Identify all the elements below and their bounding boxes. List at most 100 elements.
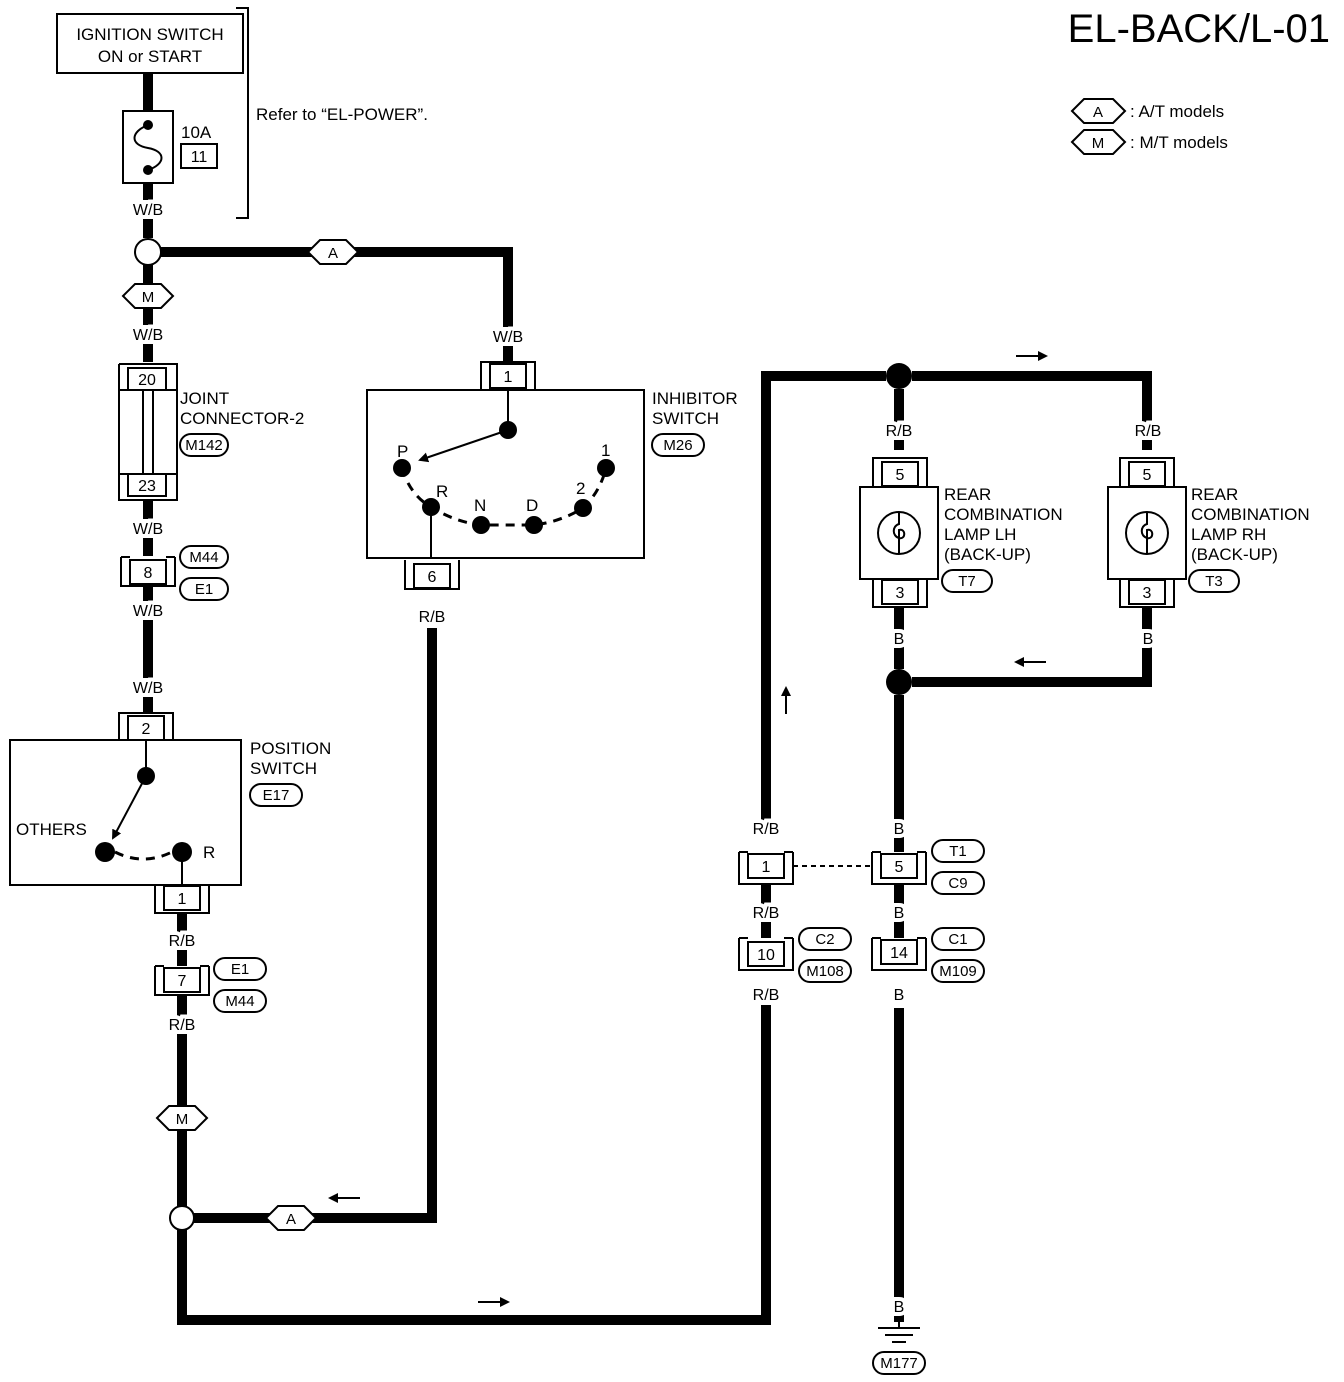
inhibitor-pos-r: R	[436, 482, 448, 501]
pin-label: 6	[428, 569, 437, 586]
inhibitor-switch: 1 6	[366, 361, 645, 590]
legend: A : A/T models M : M/T models	[1070, 98, 1228, 155]
fuse-number-box: 11	[180, 143, 218, 169]
pin-label: 5	[895, 859, 904, 876]
position-switch-label-1: POSITION	[250, 739, 331, 758]
joint-connector-label-1: JOINT	[180, 389, 229, 408]
inhibitor-switch-label-1: INHIBITOR	[652, 389, 738, 408]
connector-id-tag-e1-bottom: E1	[213, 957, 267, 981]
svg-text:A: A	[328, 245, 338, 262]
ground-icon	[878, 1316, 920, 1343]
svg-text:A: A	[286, 1211, 296, 1228]
refer-bracket	[236, 7, 249, 219]
lamp-lh-label-4: (BACK-UP)	[944, 545, 1031, 564]
wire-color-label: R/B	[753, 821, 780, 838]
wire-color-label: B	[894, 987, 905, 1004]
pin-label: 20	[138, 372, 156, 389]
pin-label: 10	[757, 947, 775, 964]
wire-color-label: W/B	[133, 521, 163, 538]
lamp-lh-label-1: REAR	[944, 485, 991, 504]
option-marker-at-top: A	[306, 239, 360, 265]
fuse-10a	[122, 110, 174, 184]
lamp-rh-label-1: REAR	[1191, 485, 1238, 504]
pin-label: 8	[144, 565, 153, 582]
svg-text:E1: E1	[195, 581, 213, 598]
svg-text:T7: T7	[958, 573, 976, 590]
wire-color-label: W/B	[133, 327, 163, 344]
wire-color-label: R/B	[169, 1017, 196, 1034]
svg-text:T1: T1	[949, 843, 967, 860]
connector-id-tag-c9: C9	[931, 871, 985, 895]
pin-label: 5	[896, 467, 905, 484]
connector-c2-m108: 10	[738, 937, 794, 971]
svg-text:C9: C9	[948, 875, 967, 892]
connector-id-tag-c1: C1	[931, 927, 985, 951]
svg-text:M: M	[176, 1111, 189, 1128]
fuse-rating: 10A	[181, 123, 212, 142]
splice-open-top	[134, 238, 162, 266]
splice-open-bottom	[169, 1205, 195, 1231]
position-switch: 2 1	[9, 712, 242, 914]
wire-color-label: R/B	[753, 987, 780, 1004]
ground-id-tag: M177	[872, 1351, 926, 1375]
wire-color-label: B	[894, 1299, 905, 1316]
wire-color-label: R/B	[753, 905, 780, 922]
pin-label: 2	[142, 721, 151, 738]
page-title: EL-BACK/L-01	[1068, 7, 1330, 51]
splice-ground	[886, 669, 912, 695]
wire-color-label: R/B	[886, 423, 913, 440]
svg-text:M44: M44	[189, 549, 218, 566]
svg-text:C1: C1	[948, 931, 967, 948]
pin-label: 5	[1143, 467, 1152, 484]
wire-at-branch-to-inhibitor	[161, 247, 513, 362]
svg-text:M: M	[1092, 135, 1105, 152]
legend-at-text: : A/T models	[1130, 102, 1224, 121]
connector-id-tag-m109: M109	[931, 959, 985, 983]
wire-color-label: B	[894, 821, 905, 838]
svg-text:A: A	[1093, 104, 1103, 121]
position-switch-id-tag: E17	[249, 783, 303, 807]
pin-label: 1	[504, 369, 513, 386]
connector-id-tag-m108: M108	[798, 959, 852, 983]
svg-text:T3: T3	[1205, 573, 1223, 590]
pin-label: 1	[178, 891, 187, 908]
wire-at-branch-from-inhibitor	[194, 628, 437, 1223]
svg-text:ON or START: ON or START	[98, 47, 202, 66]
inhibitor-pos-n: N	[474, 496, 486, 515]
wire-rh-to-ground-splice	[912, 607, 1152, 687]
svg-text:M108: M108	[806, 963, 844, 980]
legend-mt-text: : M/T models	[1130, 133, 1228, 152]
splice-top	[886, 363, 912, 389]
inhibitor-pos-d: D	[526, 496, 538, 515]
connector-t1-c9: 1 5	[738, 851, 927, 885]
svg-text:M109: M109	[939, 963, 977, 980]
wire-color-label: W/B	[133, 603, 163, 620]
wire-color-label: W/B	[493, 329, 523, 346]
lamp-lh-id-tag: T7	[941, 569, 993, 593]
wire-color-label: R/B	[419, 609, 446, 626]
connector-id-tag-m44-bottom: M44	[213, 989, 267, 1013]
lamp-lh-label-3: LAMP LH	[944, 525, 1016, 544]
svg-text:C2: C2	[815, 931, 834, 948]
svg-text:IGNITION SWITCH: IGNITION SWITCH	[76, 25, 223, 44]
svg-text:E1: E1	[231, 961, 249, 978]
refer-text: Refer to “EL-POWER”.	[256, 105, 428, 124]
wire-color-label: W/B	[133, 680, 163, 697]
wire-rb-up-to-lamps	[761, 371, 886, 838]
svg-text:M: M	[142, 289, 155, 306]
svg-text:M177: M177	[880, 1355, 918, 1372]
ignition-switch-box: IGNITION SWITCH ON or START	[56, 13, 244, 74]
joint-connector-id-tag: M142	[179, 433, 229, 457]
inhibitor-pos-1: 1	[601, 441, 610, 460]
connector-c1-m109: 14	[871, 937, 927, 971]
connector-m44-e1: 8	[120, 556, 176, 587]
connector-id-tag-m44: M44	[179, 545, 229, 569]
option-marker-at-bottom: A	[264, 1205, 318, 1231]
lamp-rh-label-2: COMBINATION	[1191, 505, 1310, 524]
inhibitor-pos-p: P	[397, 442, 408, 461]
position-others-label: OTHERS	[16, 820, 87, 839]
lamp-rh-label-3: LAMP RH	[1191, 525, 1266, 544]
wire-color-label: R/B	[169, 933, 196, 950]
